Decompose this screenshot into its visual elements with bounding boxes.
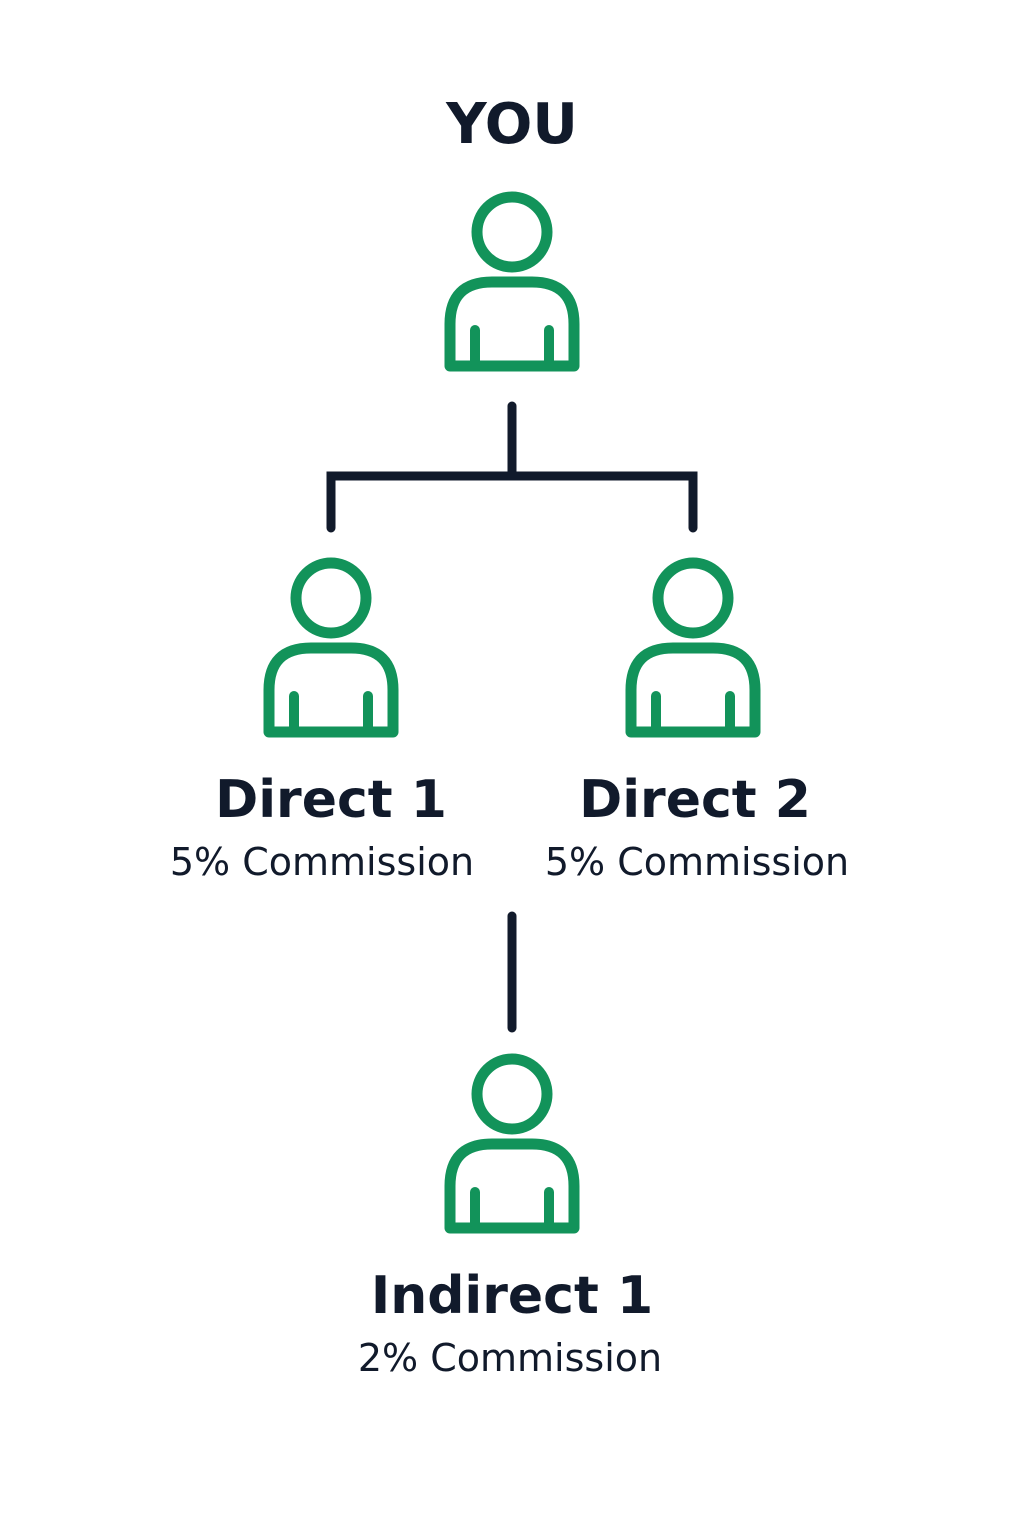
connector-branch-horizontal bbox=[326, 471, 698, 533]
root-title: YOU bbox=[446, 92, 578, 157]
person-icon bbox=[625, 557, 761, 738]
indirect-1-commission: 2% Commission bbox=[357, 1336, 663, 1380]
direct-1-commission: 5% Commission bbox=[169, 840, 475, 884]
indirect-1-name: Indirect 1 bbox=[370, 1266, 654, 1326]
direct-2-commission: 5% Commission bbox=[544, 840, 850, 884]
person-icon bbox=[444, 1053, 580, 1234]
person-icon bbox=[444, 191, 580, 372]
direct-2-name: Direct 2 bbox=[579, 770, 811, 830]
direct-1-name: Direct 1 bbox=[215, 770, 447, 830]
person-icon bbox=[263, 557, 399, 738]
